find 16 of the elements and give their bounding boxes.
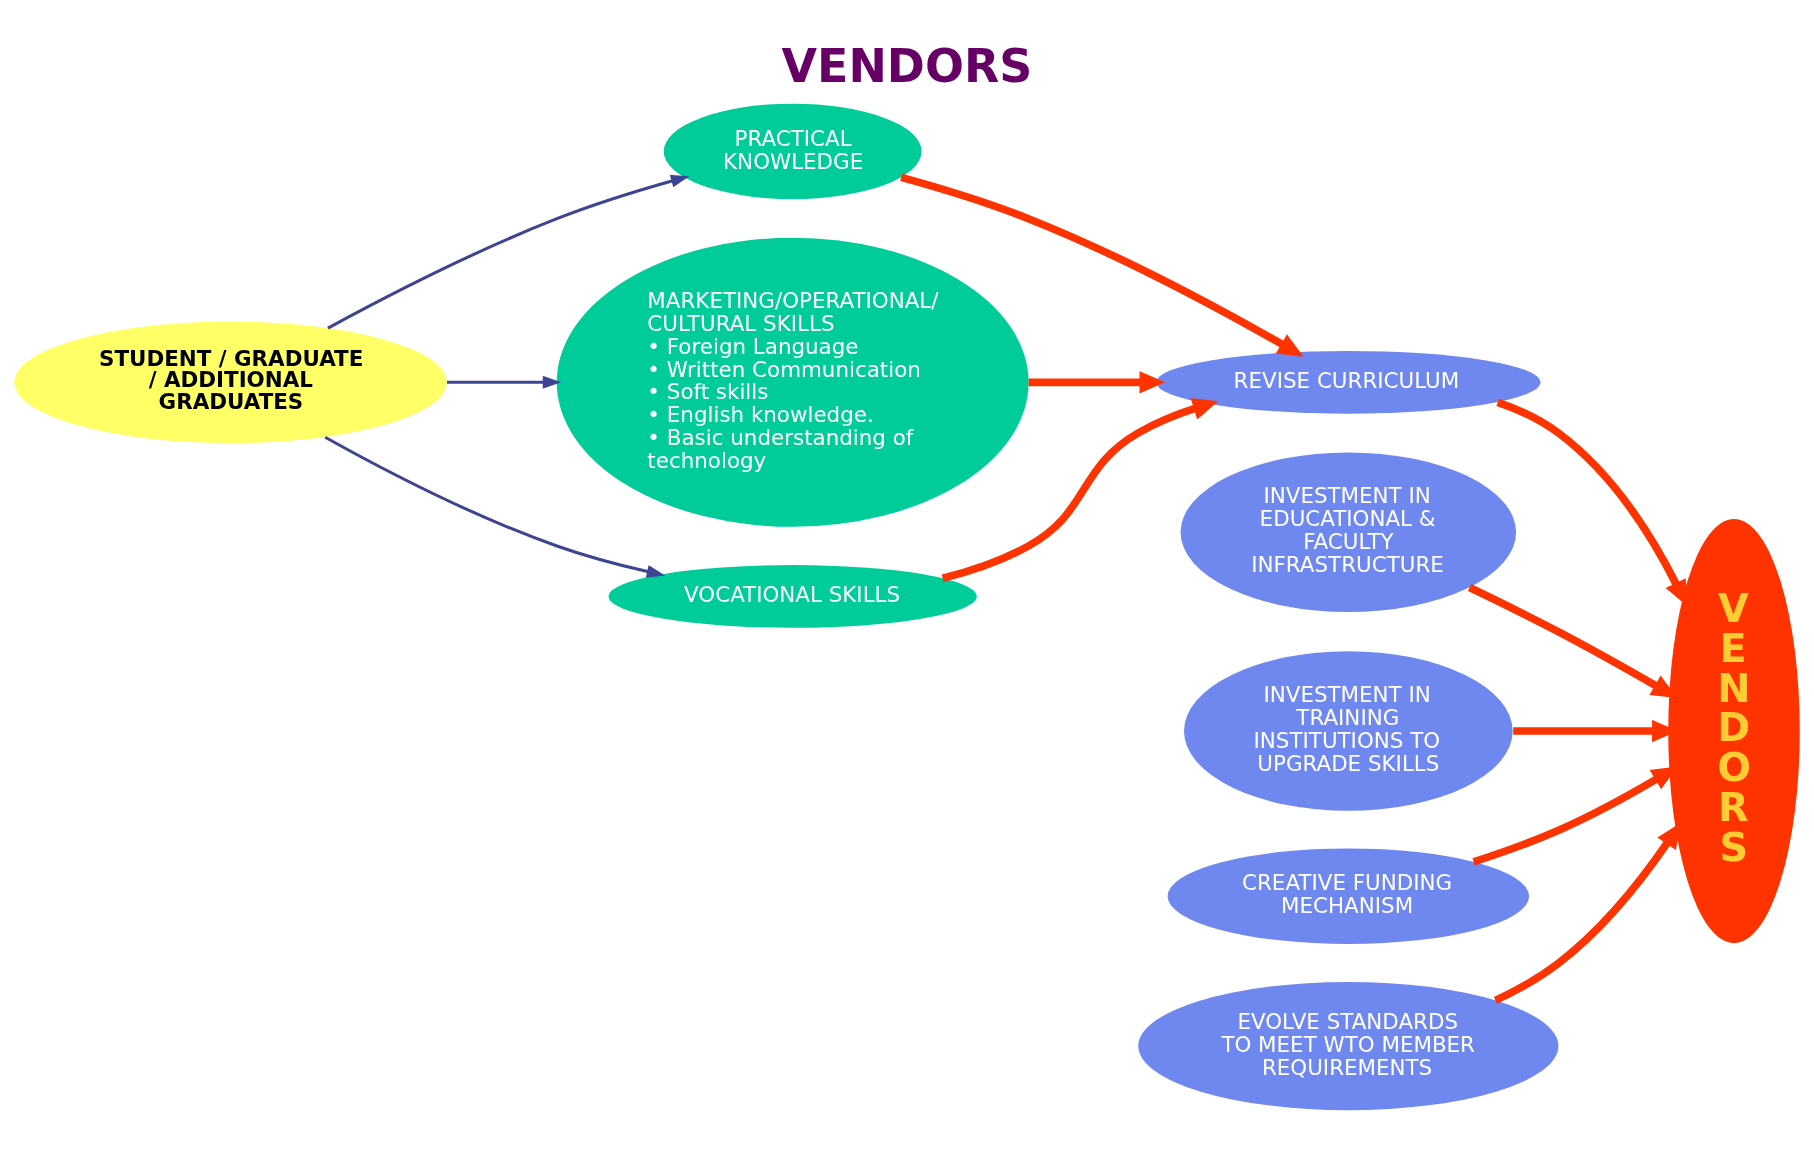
node-ellipse: INVESTMENT IN TRAINING INSTITUTIONS TO UPGRADE SKILLS [1184,650,1513,811]
node-ellipse: VENDORS [1668,518,1800,943]
arrow [900,173,1304,357]
arrow [447,375,562,389]
node-ellipse: MARKETING/OPERATIONAL/ CULTURAL SKILLS • Foreign Language • Written Communication • Soft skills • English knowledge. • Basic understanding of technology [556,237,1029,527]
node-ellipse: REVISE CURRICULUM [1156,350,1541,414]
node-ellipse: PRACTICAL KNOWLEDGE [663,103,922,199]
diagram-title: VENDORS [781,38,1033,93]
arrow [1028,370,1166,394]
arrow [324,435,666,578]
arrow [327,174,690,329]
node-ellipse: CREATIVE FUNDING MECHANISM [1167,847,1530,944]
node-ellipse: EVOLVE STANDARDS TO MEET WTO MEMBER REQUIREMENTS [1138,981,1559,1110]
node-ellipse: STUDENT / GRADUATE / ADDITIONAL GRADUATES [14,321,447,443]
node-ellipse: INVESTMENT IN EDUCATIONAL & FACULTY INFRASTRUCTURE [1180,451,1517,612]
arrow [941,397,1219,582]
